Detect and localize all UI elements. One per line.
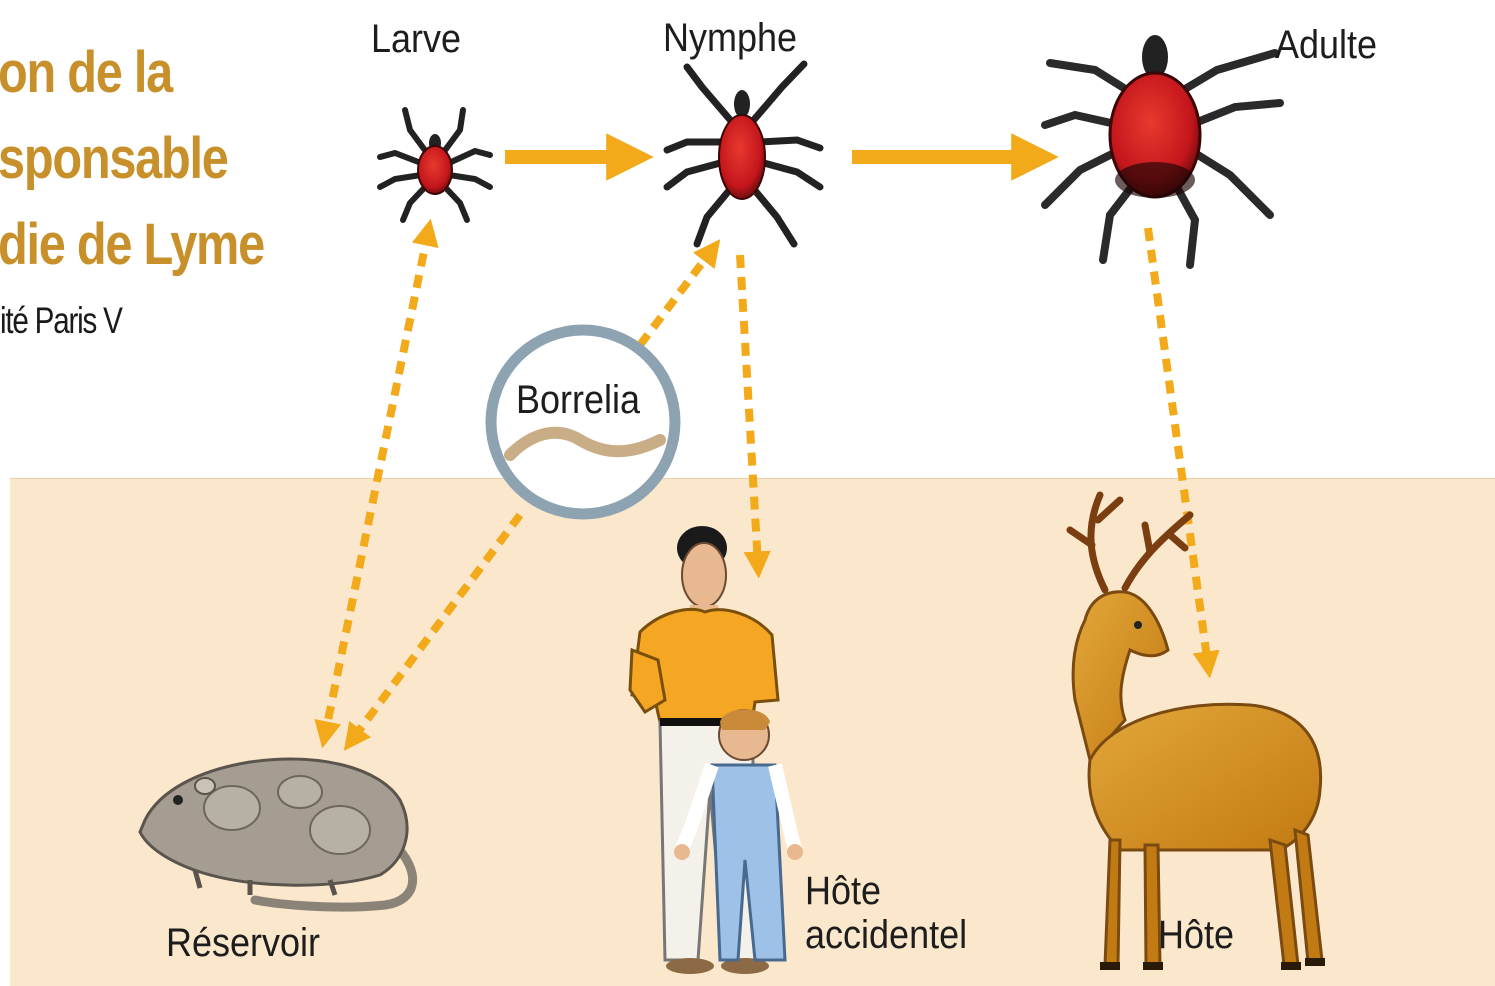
arrow-borrelia-reservoir xyxy=(352,515,520,740)
label-larva: Larve xyxy=(371,18,461,60)
label-borrelia: Borrelia xyxy=(516,379,640,421)
label-accidental-host-1: Hôte xyxy=(805,870,881,912)
nymph-tick-icon xyxy=(667,64,820,244)
adult-tick-icon xyxy=(1045,35,1280,265)
human-host-icon xyxy=(630,526,803,974)
label-nymph: Nymphe xyxy=(663,17,797,59)
label-host: Hôte xyxy=(1158,914,1234,956)
label-accidental-host-2: accidentel xyxy=(805,914,967,956)
label-adult: Adulte xyxy=(1275,24,1377,66)
arrow-nymph-human xyxy=(740,255,758,565)
arrow-borrelia-nymph xyxy=(640,250,712,345)
rodent-icon xyxy=(140,759,413,907)
larva-tick-icon xyxy=(380,110,490,220)
borrelia-circle xyxy=(491,330,675,514)
label-reservoir: Réservoir xyxy=(166,922,320,964)
arrow-adult-deer xyxy=(1148,228,1208,665)
